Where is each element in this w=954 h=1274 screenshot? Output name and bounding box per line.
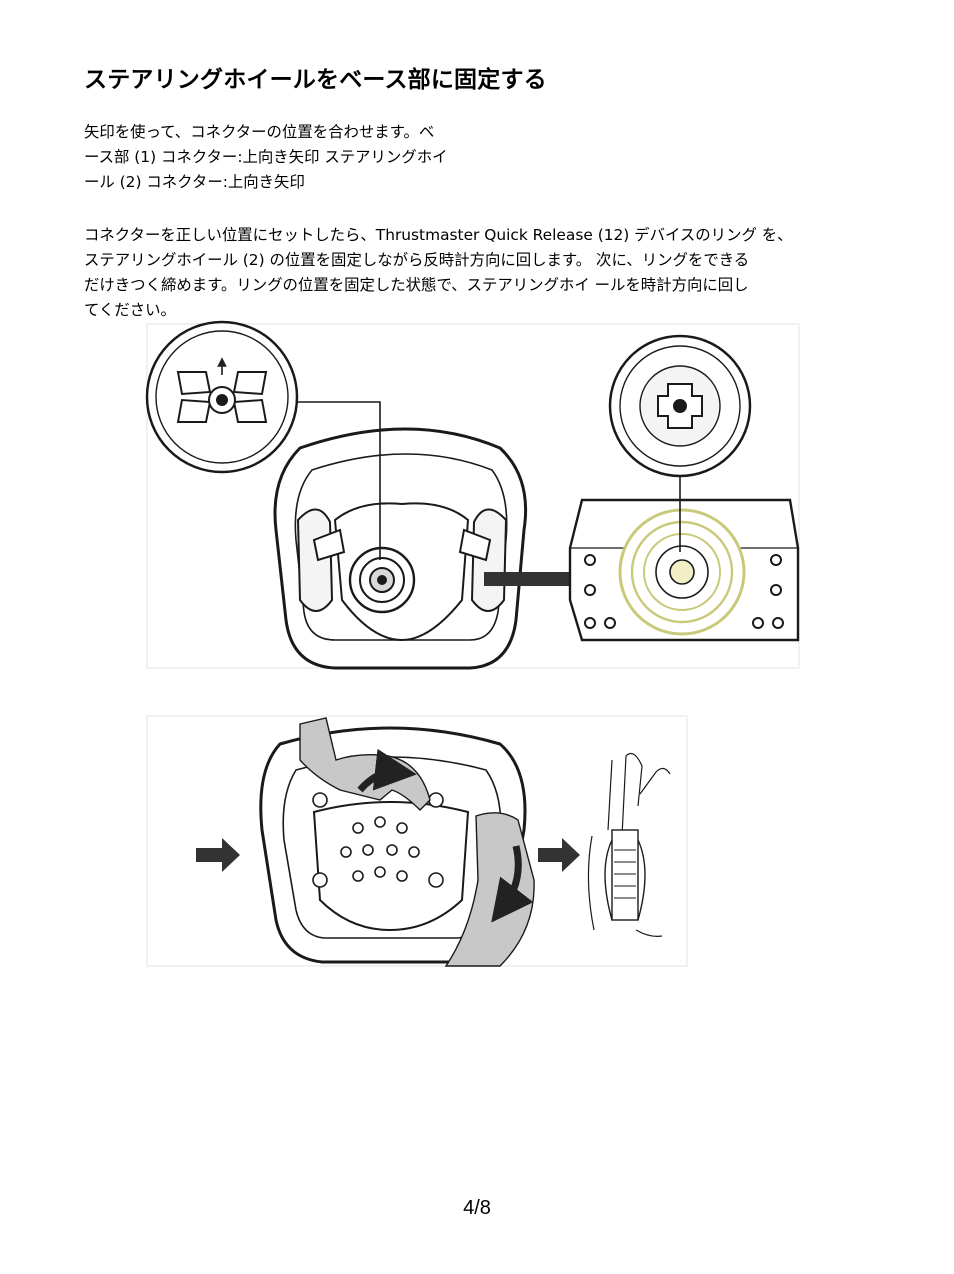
ring-tightening-paragraph: コネクターを正しい位置にセットしたら、Thrustmaster Quick Re… — [84, 223, 793, 323]
text-line: 矢印を使って、コネクターの位置を合わせます。ベ — [84, 123, 435, 141]
text-line: ール (2) コネクター:上向き矢印 — [84, 173, 305, 191]
text-line: ステアリングホイール (2) の位置を固定しながら反時計方向に回します。 次に、… — [84, 251, 750, 269]
connector-alignment-paragraph: 矢印を使って、コネクターの位置を合わせます。ベ ース部 (1) コネクター:上向… — [84, 120, 447, 195]
page-number: 4/8 — [463, 1197, 491, 1219]
section-heading: ステアリングホイールをベース部に固定する — [84, 67, 547, 93]
text-line: ース部 (1) コネクター:上向き矢印 ステアリングホイ — [84, 148, 448, 166]
text-line: だけきつく締めます。リングの位置を固定した状態で、ステアリングホイ ールを時計方… — [84, 276, 749, 294]
text-line: てください。 — [84, 301, 176, 319]
text-line: コネクターを正しい位置にセットしたら、Thrustmaster Quick Re… — [84, 226, 793, 244]
top-illustration — [145, 320, 800, 670]
bottom-illustration — [146, 715, 688, 967]
